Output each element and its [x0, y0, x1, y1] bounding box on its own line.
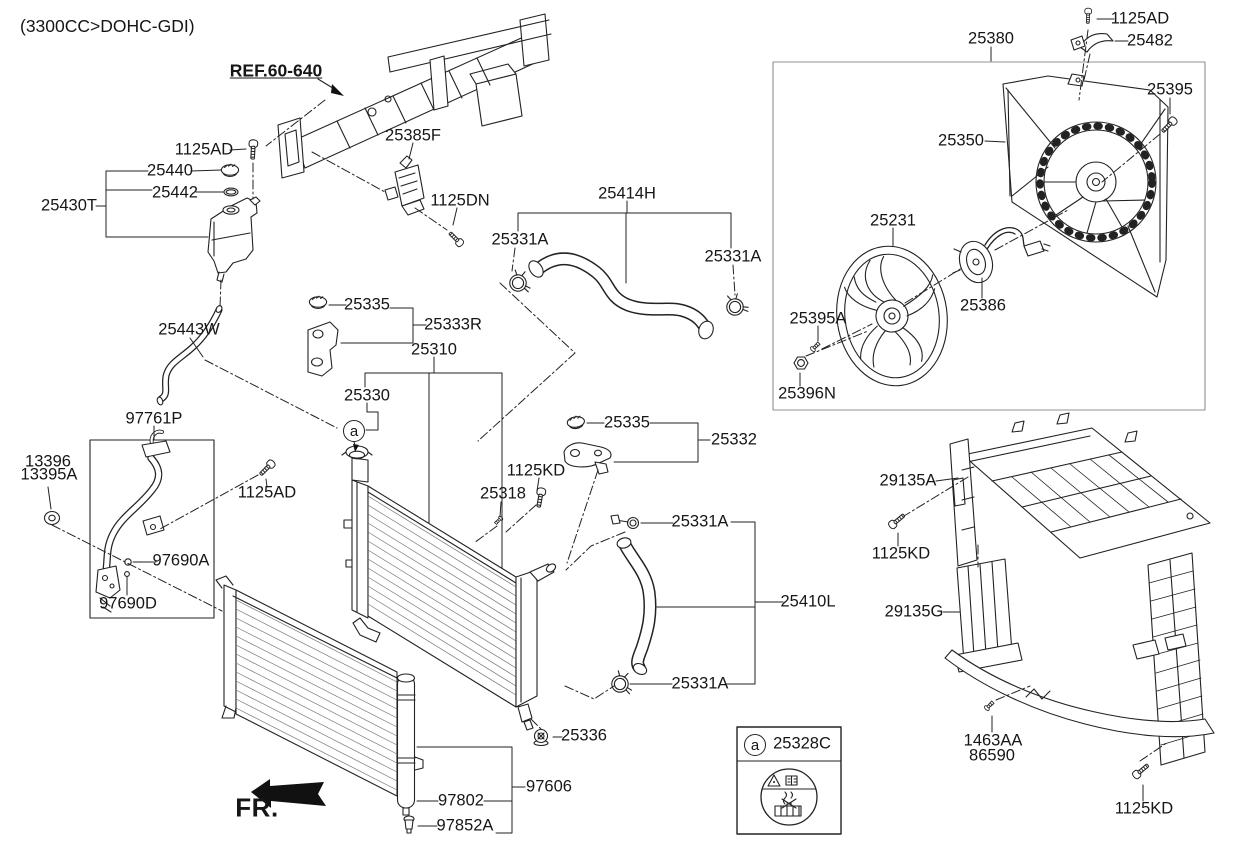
oil-cooler-pipe-art	[43, 429, 171, 613]
circled-marker-a-0: a	[343, 420, 365, 442]
part-label-25350-35: 25350	[938, 131, 984, 150]
frame-ref-label: REF.60-640	[229, 60, 323, 81]
part-label-13395a-16: 13395A	[20, 465, 78, 484]
part-label-97852a-30: 97852A	[436, 816, 494, 835]
leader-lines	[47, 18, 1171, 834]
fan-assembly-group-box	[772, 61, 1206, 411]
fr-direction-arrow	[251, 779, 326, 808]
part-label-1125kd-45: 1125KD	[1114, 799, 1174, 818]
part-label-25430t-3: 25430T	[41, 196, 97, 215]
part-label-25332-23: 25332	[711, 430, 757, 449]
mount-bracket-right-art	[563, 414, 612, 475]
part-label-25310-12: 25310	[411, 340, 457, 359]
part-label-25482-33: 25482	[1127, 31, 1173, 50]
legend-part-code: 25328C	[773, 734, 831, 753]
part-label-25440-1: 25440	[147, 161, 193, 180]
part-label-25443w-4: 25443W	[158, 320, 220, 339]
part-label-13396-15: 13396	[25, 452, 71, 471]
part-label-1125kd-41: 1125KD	[871, 544, 931, 563]
part-label-86590-44: 86590	[969, 746, 1015, 765]
part-label-25335-22: 25335	[604, 413, 650, 432]
callout-a-arrow	[353, 441, 359, 452]
part-label-25395-34: 25395	[1147, 80, 1193, 99]
part-label-97761p-14: 97761P	[125, 409, 183, 428]
part-label-1125ad-32: 1125AD	[1110, 9, 1170, 28]
part-label-25331a-24: 25331A	[671, 512, 729, 531]
air-shutter-lower-art	[944, 558, 1215, 738]
part-label-1125kd-20: 1125KD	[506, 461, 566, 480]
circled-marker-a-1: a	[744, 734, 766, 756]
lower-radiator-hose-art	[609, 514, 657, 696]
part-label-25336-27: 25336	[561, 726, 607, 745]
part-label-97690a-18: 97690A	[152, 551, 210, 570]
part-label-25333r-11: 25333R	[424, 315, 482, 334]
part-label-25442-2: 25442	[152, 183, 198, 202]
part-label-25331a-9: 25331A	[704, 247, 762, 266]
part-label-25331a-8: 25331A	[491, 230, 549, 249]
fan-shroud-art	[1002, 73, 1169, 298]
part-label-25414h-7: 25414H	[598, 184, 656, 203]
upper-radiator-hose-art	[507, 252, 750, 340]
part-label-25380-31: 25380	[968, 29, 1014, 48]
legend-box-art	[736, 726, 842, 835]
overflow-hose-art	[156, 305, 223, 406]
part-label-25318-21: 25318	[480, 484, 526, 503]
fr-direction-label: FR.	[235, 792, 279, 823]
radiator-art	[0, 0, 557, 747]
part-label-25386-37: 25386	[960, 296, 1006, 315]
part-label-25331a-26: 25331A	[671, 674, 729, 693]
dashed-leader-lines	[51, 29, 1169, 762]
part-label-25385f-5: 25385F	[385, 126, 441, 145]
part-label-1463aa-43: 1463AA	[963, 731, 1023, 750]
frame-rail-art	[277, 13, 552, 179]
part-label-97802-29: 97802	[438, 791, 484, 810]
part-label-25330-13: 25330	[344, 386, 390, 405]
reservoir-tank-art	[207, 163, 261, 283]
part-label-29135g-42: 29135G	[884, 602, 944, 621]
part-label-1125ad-17: 1125AD	[237, 483, 297, 502]
air-shutter-upper-art	[949, 412, 1211, 766]
bracket-25385f-art	[384, 155, 466, 249]
mount-bracket-upper-art	[307, 295, 339, 377]
fan-motor-art	[952, 227, 1051, 284]
part-label-25231-36: 25231	[870, 211, 916, 230]
part-label-25335-10: 25335	[344, 295, 390, 314]
part-label-1125dn-6: 1125DN	[430, 191, 490, 210]
condenser-art	[215, 575, 424, 834]
part-label-97606-28: 97606	[526, 777, 572, 796]
part-label-97690d-19: 97690D	[99, 594, 157, 613]
part-label-25395a-38: 25395A	[789, 309, 847, 328]
part-label-25410l-25: 25410L	[780, 592, 836, 611]
engine-variant-label: (3300CC>DOHC-GDI)	[20, 16, 195, 36]
part-label-25396n-39: 25396N	[778, 384, 836, 403]
part-label-1125ad-0: 1125AD	[174, 140, 234, 159]
part-label-29135a-40: 29135A	[879, 471, 937, 490]
cooling-fan-art	[836, 245, 948, 387]
